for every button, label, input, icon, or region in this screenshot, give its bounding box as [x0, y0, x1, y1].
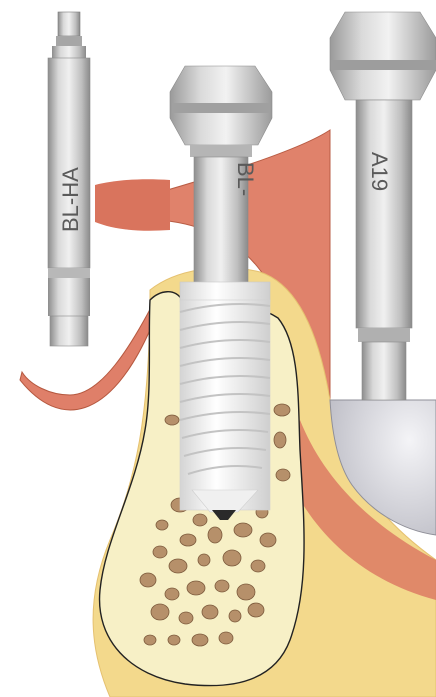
insertion-tool-right: A19 — [330, 12, 436, 400]
tool-center-label: BL- — [233, 162, 258, 196]
insertion-tool-left: BL-HA — [48, 12, 90, 346]
gum-tissue-left — [20, 290, 165, 410]
tool-left-label: BL-HA — [58, 167, 83, 232]
tool-right-label: A19 — [367, 152, 392, 191]
gum-tissue-upper-left — [95, 179, 170, 230]
dental-implant — [180, 282, 270, 520]
